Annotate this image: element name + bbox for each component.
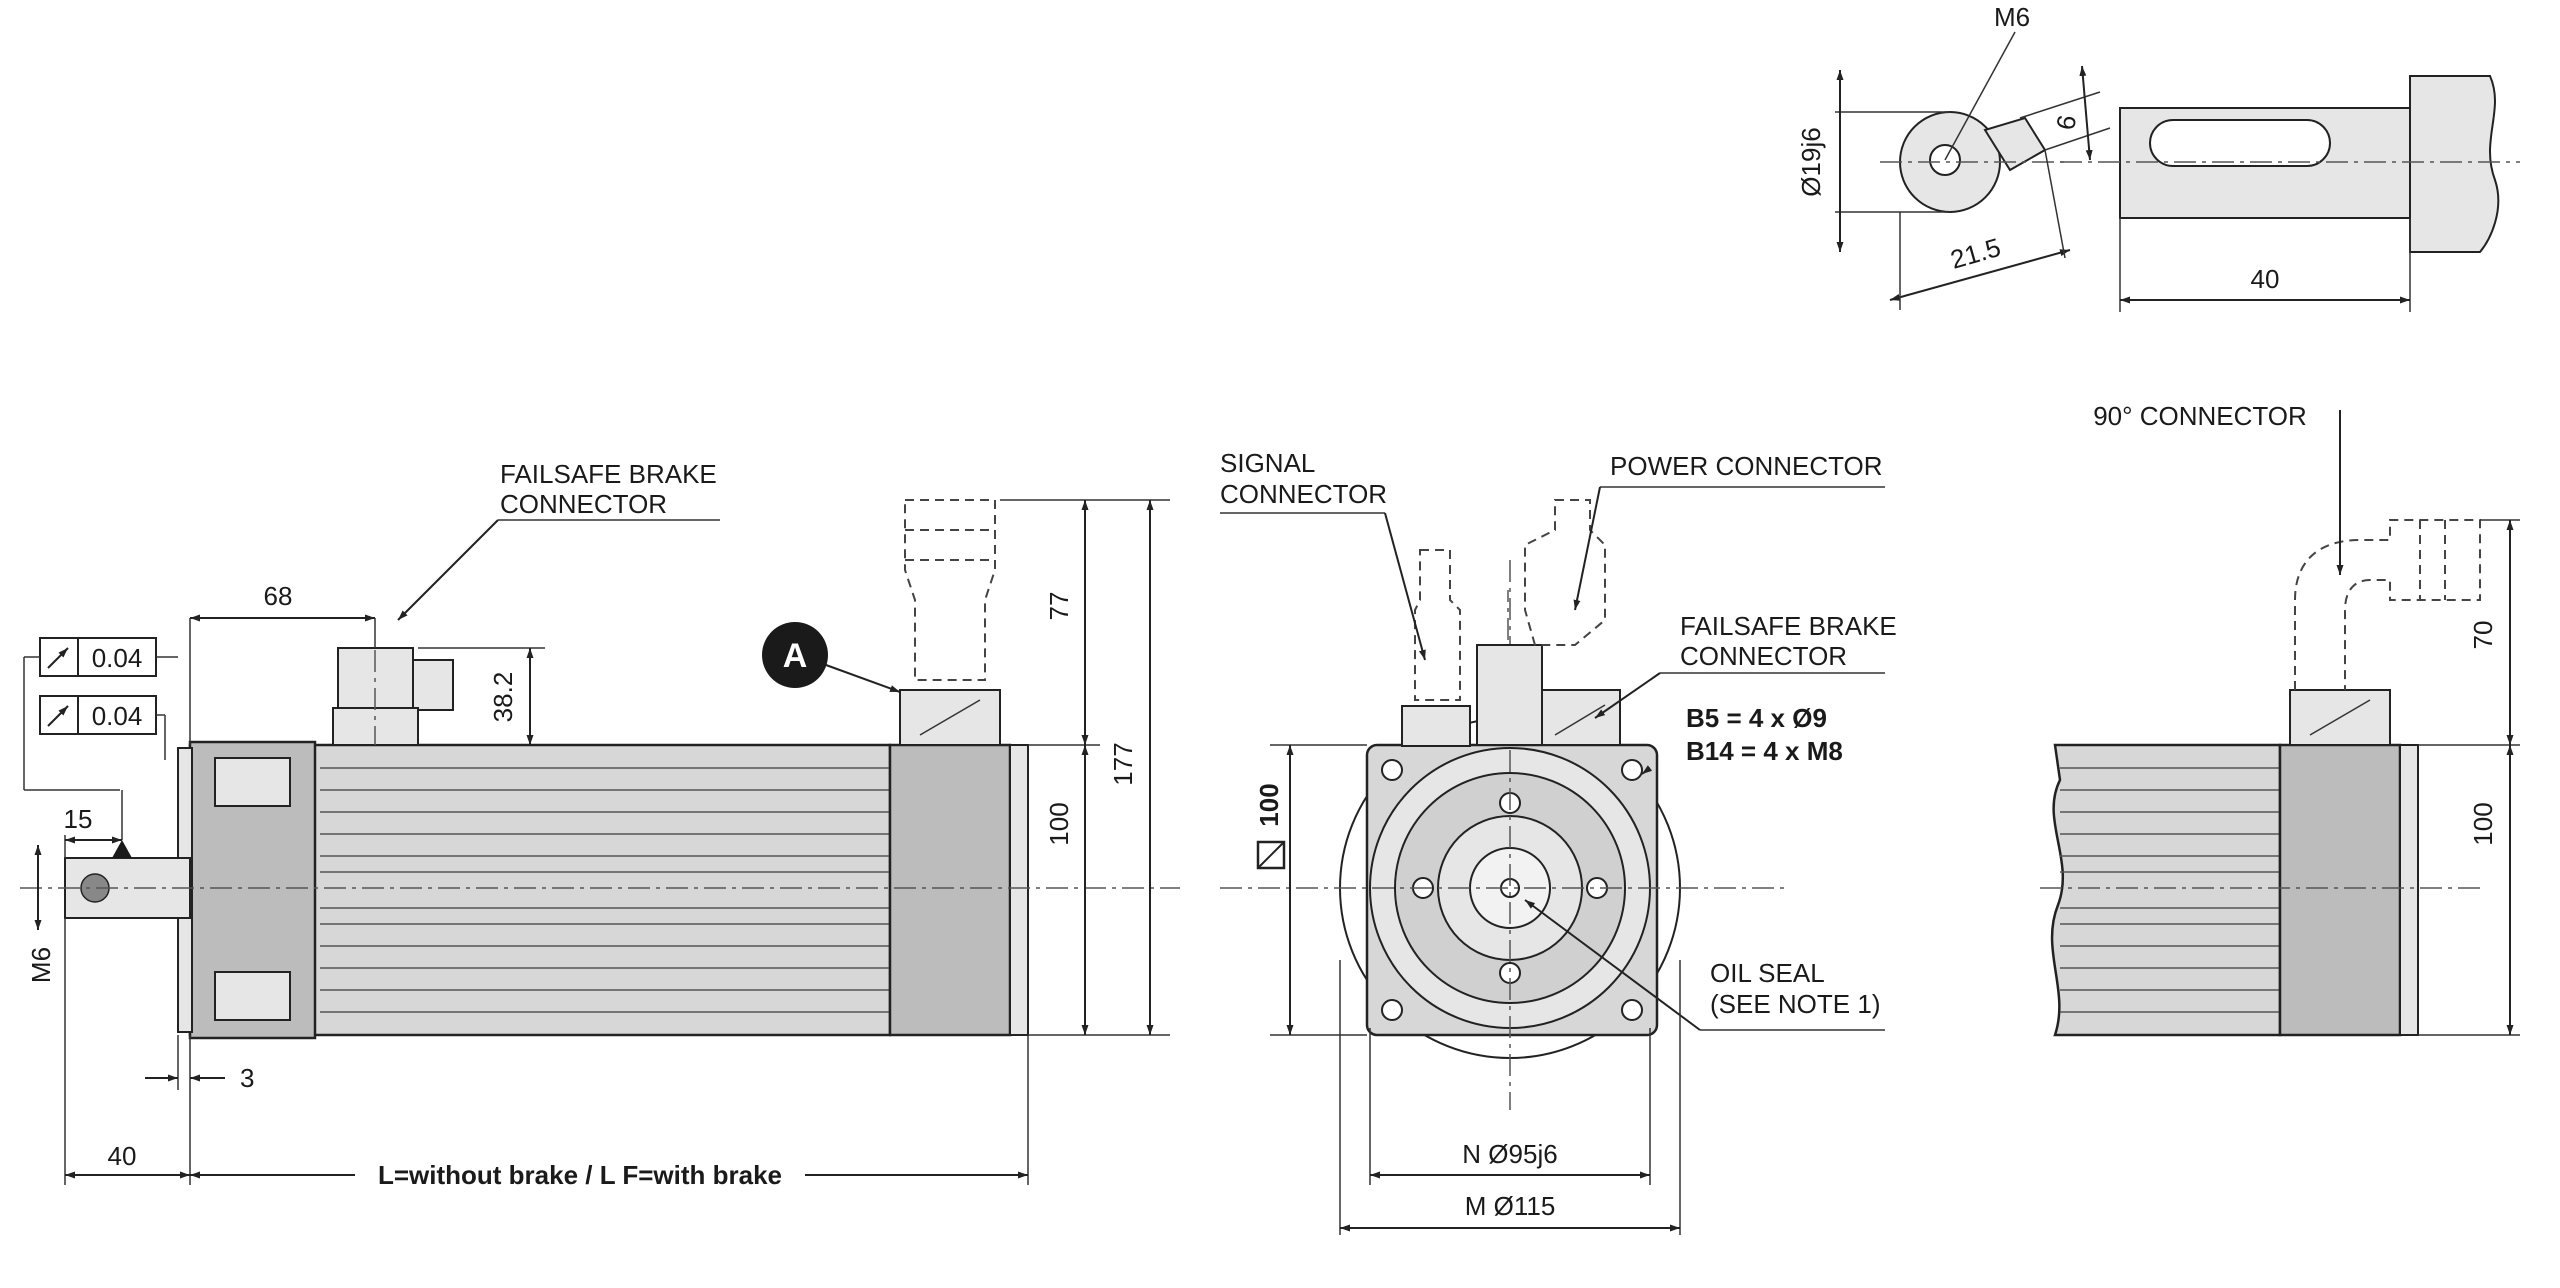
rear-body-break bbox=[2050, 743, 2282, 1037]
label-tol-1: 0.04 bbox=[92, 643, 143, 673]
label-oil-line2: (SEE NOTE 1) bbox=[1710, 989, 1880, 1019]
label-3: 3 bbox=[240, 1063, 254, 1093]
label-n95: N Ø95j6 bbox=[1462, 1139, 1557, 1169]
label-77: 77 bbox=[1044, 592, 1074, 621]
motor-front-view: SIGNAL CONNECTOR POWER CONNECTOR FAILSAF… bbox=[1220, 448, 1897, 1235]
shaft-flange-break bbox=[2409, 75, 2500, 253]
marker-a-label: A bbox=[783, 637, 808, 675]
label-15: 15 bbox=[64, 804, 93, 834]
label-38-2: 38.2 bbox=[488, 672, 518, 723]
label-sq100: 100 bbox=[1254, 783, 1284, 826]
label-m6-side: M6 bbox=[26, 947, 56, 983]
marker-a bbox=[762, 622, 828, 688]
label-m6-top: M6 bbox=[1994, 2, 2030, 32]
label-dia19: Ø19j6 bbox=[1796, 127, 1826, 196]
label-brake2-line1: FAILSAFE BRAKE bbox=[1680, 611, 1897, 641]
shaft-keyway bbox=[2149, 119, 2331, 167]
label-length: L=without brake / L F=with brake bbox=[378, 1160, 782, 1190]
rear-cap-right bbox=[2278, 743, 2402, 1037]
body-ribs bbox=[320, 767, 890, 1013]
label-70: 70 bbox=[2468, 621, 2498, 650]
label-signal-line2: CONNECTOR bbox=[1220, 479, 1387, 509]
tolerance-frame-1: 0.04 bbox=[39, 637, 178, 677]
label-177: 177 bbox=[1108, 742, 1138, 785]
label-100-right: 100 bbox=[2468, 802, 2498, 845]
power-connector bbox=[1476, 644, 1543, 746]
label-tol-2: 0.04 bbox=[92, 701, 143, 731]
label-90-connector: 90° CONNECTOR bbox=[2093, 401, 2307, 431]
rear-cap bbox=[888, 743, 1012, 1037]
label-b14: B14 = 4 x M8 bbox=[1686, 736, 1843, 766]
signal-connector-base bbox=[1401, 705, 1471, 747]
label-key-6: 6 bbox=[2050, 113, 2082, 132]
rear-body-ribs bbox=[2060, 767, 2280, 1013]
label-40-bottom: 40 bbox=[108, 1141, 137, 1171]
label-b5: B5 = 4 x Ø9 bbox=[1686, 703, 1827, 733]
rear-connector-outline bbox=[904, 499, 996, 681]
label-signal-line1: SIGNAL bbox=[1220, 448, 1315, 478]
tolerance-frame-2: 0.04 bbox=[39, 695, 166, 760]
mounting-holes bbox=[1381, 759, 1643, 1021]
motor-rear-partial-view: 90° CONNECTOR 70 100 bbox=[2040, 401, 2520, 1037]
motor-side-view: A 68 38.2 FAILSAFE BRAKE CONNECTOR 0.04 … bbox=[20, 459, 1180, 1191]
label-power: POWER CONNECTOR bbox=[1610, 451, 1883, 481]
label-21-5: 21.5 bbox=[1947, 232, 2004, 275]
label-brake2-line2: CONNECTOR bbox=[1680, 641, 1847, 671]
label-m115: M Ø115 bbox=[1465, 1191, 1556, 1221]
label-oil-line1: OIL SEAL bbox=[1710, 958, 1825, 988]
label-40-top: 40 bbox=[2251, 264, 2280, 294]
brake-connector-front bbox=[1541, 689, 1621, 746]
label-brake1-line1: FAILSAFE BRAKE bbox=[500, 459, 717, 489]
label-brake1-line2: CONNECTOR bbox=[500, 489, 667, 519]
label-100-side: 100 bbox=[1044, 802, 1074, 845]
connector-90-outline bbox=[2294, 519, 2481, 690]
shaft-detail-view: M6 Ø19j6 6 21.5 40 bbox=[1796, 2, 2520, 312]
label-68: 68 bbox=[264, 581, 293, 611]
